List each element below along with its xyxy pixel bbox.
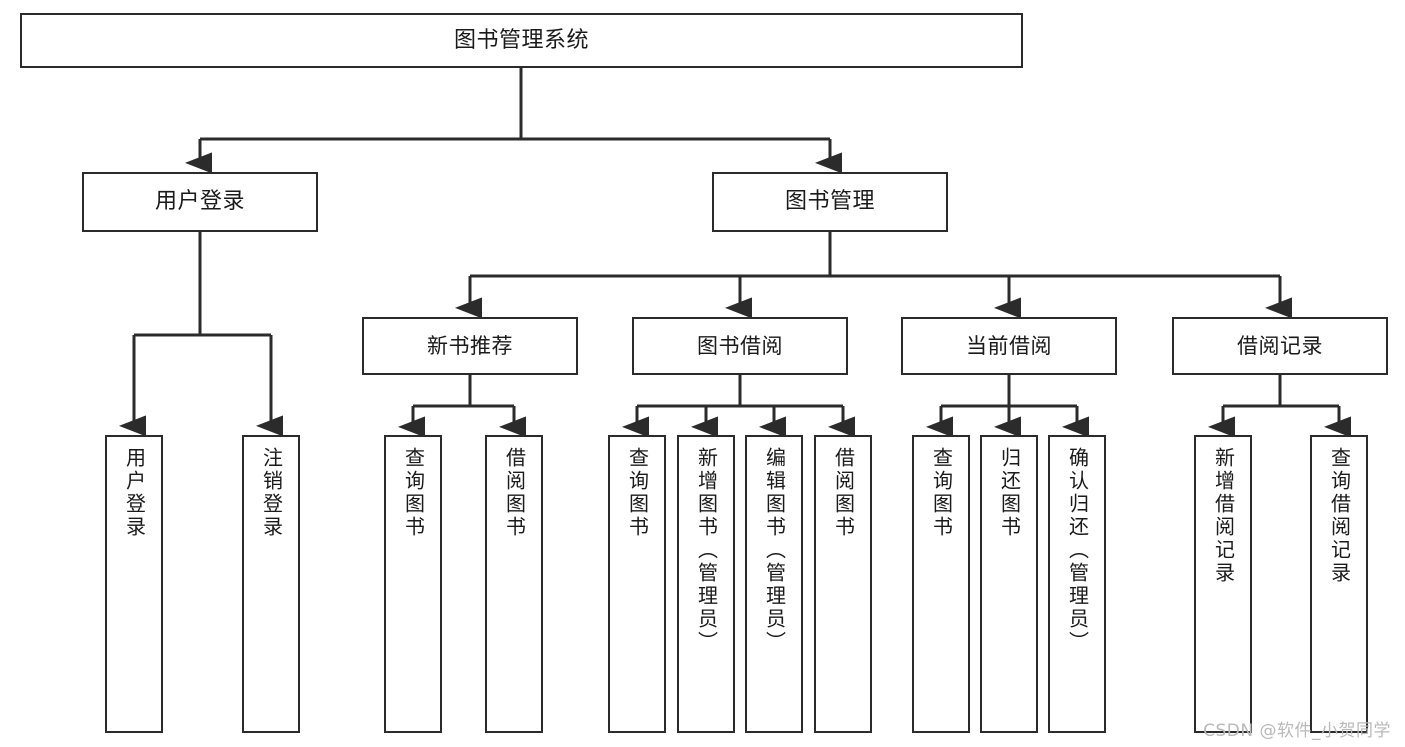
node-label: 用户登录	[154, 189, 245, 215]
node-label: 新增借阅记录	[1211, 447, 1236, 585]
node-leaf-query-borrow-record[interactable]: 查询借阅记录	[1310, 435, 1368, 733]
node-leaf-add-borrow-record[interactable]: 新增借阅记录	[1194, 435, 1252, 733]
node-label: 当前借阅	[966, 333, 1052, 358]
node-leaf-query-book-current[interactable]: 查询图书	[912, 435, 970, 733]
node-leaf-borrow-book[interactable]: 借阅图书	[814, 435, 872, 733]
node-label: 图书管理系统	[453, 27, 589, 53]
node-new-book-recommend[interactable]: 新书推荐	[362, 317, 578, 375]
node-leaf-borrow-book-recommend[interactable]: 借阅图书	[485, 435, 543, 733]
csdn-watermark: CSDN @软件_小贺同学	[1203, 721, 1391, 741]
node-label: 查询借阅记录	[1327, 447, 1352, 585]
node-leaf-query-book-borrow[interactable]: 查询图书	[608, 435, 666, 733]
node-user-login[interactable]: 用户登录	[82, 172, 318, 232]
node-label: 查询图书	[401, 447, 426, 539]
node-label: 图书管理	[784, 189, 875, 215]
node-leaf-user-login[interactable]: 用户登录	[105, 435, 163, 733]
node-label: 归还图书	[997, 447, 1022, 539]
node-label: 用户登录	[122, 447, 147, 539]
connector-bookmgmt-to-level3	[455, 232, 1292, 319]
node-label: 确认归还（管理员）	[1065, 447, 1090, 654]
node-book-management[interactable]: 图书管理	[712, 172, 948, 232]
connector-newbook-to-leaves	[398, 375, 526, 438]
node-leaf-logout[interactable]: 注销登录	[242, 435, 300, 733]
node-label: 新书推荐	[427, 333, 513, 358]
node-leaf-add-book-admin[interactable]: 新增图书（管理员）	[677, 435, 735, 733]
node-borrow-record[interactable]: 借阅记录	[1172, 317, 1388, 375]
node-leaf-edit-book-admin[interactable]: 编辑图书（管理员）	[745, 435, 803, 733]
node-label: 新增图书（管理员）	[694, 447, 719, 654]
node-leaf-confirm-return-admin[interactable]: 确认归还（管理员）	[1048, 435, 1106, 733]
node-root-book-management-system[interactable]: 图书管理系统	[20, 13, 1023, 68]
connector-currentborrow-to-leaves	[926, 375, 1089, 438]
node-book-borrow[interactable]: 图书借阅	[632, 317, 848, 375]
node-label: 借阅记录	[1237, 333, 1323, 358]
connector-root-to-level2	[185, 68, 842, 174]
node-current-borrow[interactable]: 当前借阅	[901, 317, 1117, 375]
connector-bookborrow-to-leaves	[622, 375, 855, 438]
node-leaf-return-book[interactable]: 归还图书	[980, 435, 1038, 733]
connector-userlogin-to-leaves	[119, 232, 283, 437]
node-label: 注销登录	[259, 447, 284, 539]
node-label: 查询图书	[625, 447, 650, 539]
node-label: 借阅图书	[502, 447, 527, 539]
node-label: 编辑图书（管理员）	[762, 447, 787, 654]
node-leaf-query-book-recommend[interactable]: 查询图书	[384, 435, 442, 733]
node-label: 图书借阅	[697, 333, 783, 358]
node-label: 借阅图书	[831, 447, 856, 539]
connector-borrowrecord-to-leaves	[1208, 375, 1351, 438]
node-label: 查询图书	[929, 447, 954, 539]
